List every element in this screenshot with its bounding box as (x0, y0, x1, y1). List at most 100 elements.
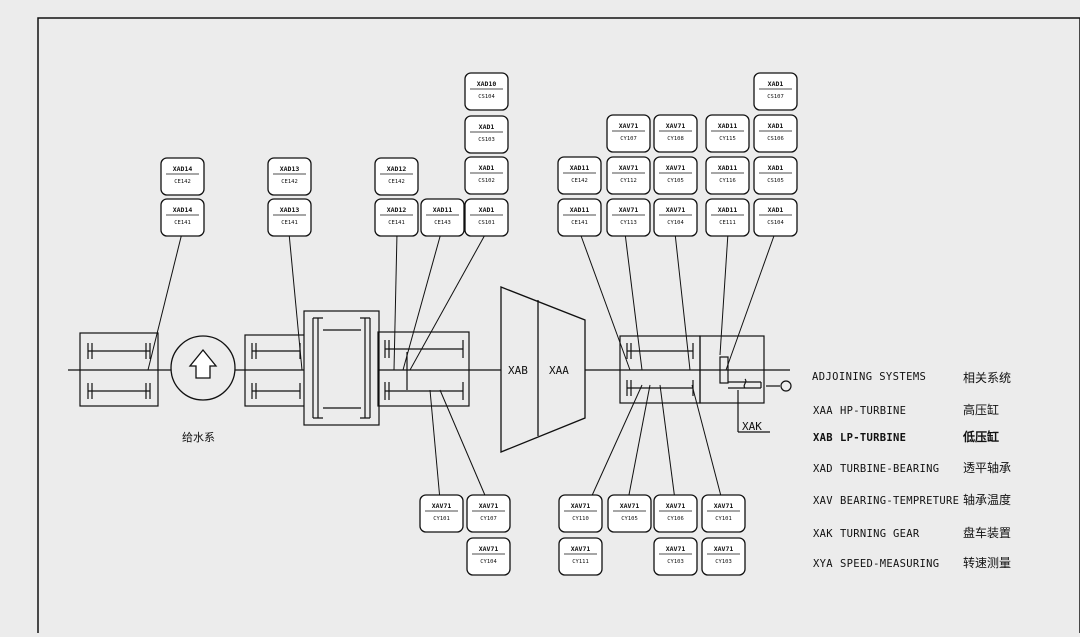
tag-signal: CE141 (281, 220, 298, 226)
tag-signal: CY105 (667, 178, 684, 184)
tag-code: XAD11 (718, 206, 738, 214)
tag-code: XAD14 (173, 165, 193, 173)
legend-name-zh: 转速测量 (963, 555, 1011, 570)
tag-signal: CY107 (620, 136, 637, 142)
tag-code: XAV71 (666, 122, 686, 130)
legend-header-zh: 相关系统 (963, 371, 1011, 385)
tag-code: XAD1 (768, 164, 784, 172)
tag-code: XAD11 (570, 206, 590, 214)
tag-signal: CY103 (667, 559, 684, 565)
tag-signal: CY106 (667, 516, 684, 522)
tag-signal: CE111 (719, 220, 736, 226)
tag-code: XAD10 (477, 80, 497, 88)
tag-code: XAD13 (280, 206, 300, 214)
tag-code: XAD1 (479, 206, 495, 214)
legend-header-en: ADJOINING SYSTEMS (812, 371, 926, 383)
legend-code: XAA (813, 405, 833, 417)
xak-label: XAK (742, 420, 762, 433)
tag-signal: CY112 (620, 178, 637, 184)
tag-code: XAD1 (479, 123, 495, 131)
xab-label: XAB (508, 364, 528, 377)
tag-signal: CE142 (571, 178, 588, 184)
tag-signal: CS107 (767, 94, 784, 100)
tag-code: XAD12 (387, 165, 407, 173)
tag-signal: CS103 (478, 137, 495, 143)
tag-code: XAD1 (479, 164, 495, 172)
tag-signal: CE141 (571, 220, 588, 226)
tag-code: XAV71 (666, 206, 686, 214)
tag-signal: CY108 (667, 136, 684, 142)
tag-code: XAD11 (570, 164, 590, 172)
tag-signal: CY104 (480, 559, 497, 565)
tag-signal: CY113 (620, 220, 637, 226)
legend-name-en: SPEED-MEASURING (840, 558, 939, 570)
leader-lines (147, 232, 776, 501)
tag-code: XAV71 (619, 164, 639, 172)
left-bearing (79, 332, 159, 407)
tag-signal: CY105 (621, 516, 638, 522)
legend-code: XAK (813, 528, 833, 540)
legend-code: XAB (813, 432, 833, 444)
tag-code: XAV71 (620, 502, 640, 510)
tag-code: XAD11 (718, 164, 738, 172)
tag-signal: CY104 (667, 220, 684, 226)
tag-code: XAD14 (173, 206, 193, 214)
tag-signal: CE141 (388, 220, 405, 226)
feedwater-pump-icon (170, 335, 236, 401)
tag-signal: CY115 (719, 136, 736, 142)
right-bearing (619, 335, 765, 404)
turning-gear-icon (719, 356, 792, 433)
tag-signal: CS104 (767, 220, 784, 226)
lp-turbine-shape (500, 286, 586, 453)
tag-code: XAV71 (571, 502, 591, 510)
tag-code: XAV71 (479, 502, 499, 510)
tag-signal: CY101 (715, 516, 732, 522)
coupling-block (303, 310, 380, 426)
tag-code: XAD12 (387, 206, 407, 214)
legend-name-zh: 轴承温度 (963, 492, 1011, 507)
tag-signal: CE142 (388, 179, 405, 185)
xaa-label: XAA (549, 364, 569, 377)
instrument-tags: XAD14CE142XAD14CE141XAD13CE142XAD13CE141… (160, 72, 798, 576)
tag-signal: CY107 (480, 516, 497, 522)
tag-signal: CS102 (478, 178, 495, 184)
tag-code: XAV71 (432, 502, 452, 510)
tag-code: XAV71 (619, 122, 639, 130)
tag-code: XAV71 (666, 545, 686, 553)
tag-signal: CE141 (174, 220, 191, 226)
tag-signal: CY110 (572, 516, 589, 522)
tag-code: XAV71 (714, 502, 734, 510)
tag-signal: CY101 (433, 516, 450, 522)
tag-signal: CS104 (478, 94, 495, 100)
legend-name-zh: 透平轴承 (963, 460, 1011, 475)
tag-signal: CS106 (767, 136, 784, 142)
tag-code: XAD11 (433, 206, 453, 214)
legend-name-zh: 高压缸 (963, 402, 999, 417)
tag-code: XAV71 (479, 545, 499, 553)
